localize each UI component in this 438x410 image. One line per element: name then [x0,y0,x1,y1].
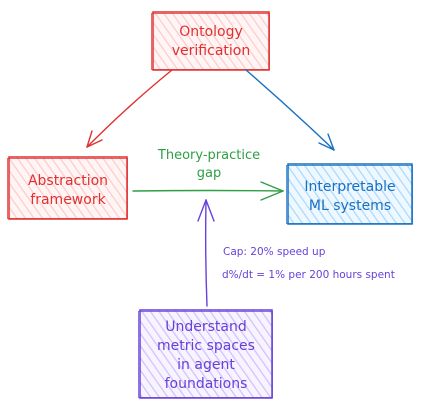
node-ontology-label-line2: verification [172,43,250,59]
node-interpretable-label-line1: Interpretable [304,179,395,195]
arrow-theory-practice-gap [132,181,284,201]
node-interpretable-label-line2: ML systems [309,198,391,214]
arrow-ontology-to-abstraction [86,69,173,148]
node-abstraction-framework[interactable]: Abstraction framework [7,156,128,220]
edge-label-line2: gap [197,166,221,181]
note-cap: Cap: 20% speed up [223,246,326,258]
node-metric-label-line2: metric spaces [157,338,255,354]
arrow-metric-to-gap [197,199,215,307]
node-metric-label-line1: Understand [165,319,247,335]
arrow-ontology-to-interpretable [245,69,335,151]
edge-label-line1: Theory-practice [157,148,260,163]
node-metric-label-line4: foundations [165,376,248,392]
node-metric-label-line3: in agent [177,357,235,373]
node-abstraction-label-line2: framework [30,192,106,208]
node-ontology-label-line1: Ontology [179,24,243,40]
node-abstraction-label-line1: Abstraction [28,173,108,189]
node-interpretable-ml-systems[interactable]: Interpretable ML systems [286,163,413,225]
node-understand-metric-spaces[interactable]: Understand metric spaces in agent founda… [138,309,273,399]
node-ontology-verification[interactable]: Ontology verification [151,11,270,71]
note-rate: d%/dt = 1% per 200 hours spent [222,269,395,281]
